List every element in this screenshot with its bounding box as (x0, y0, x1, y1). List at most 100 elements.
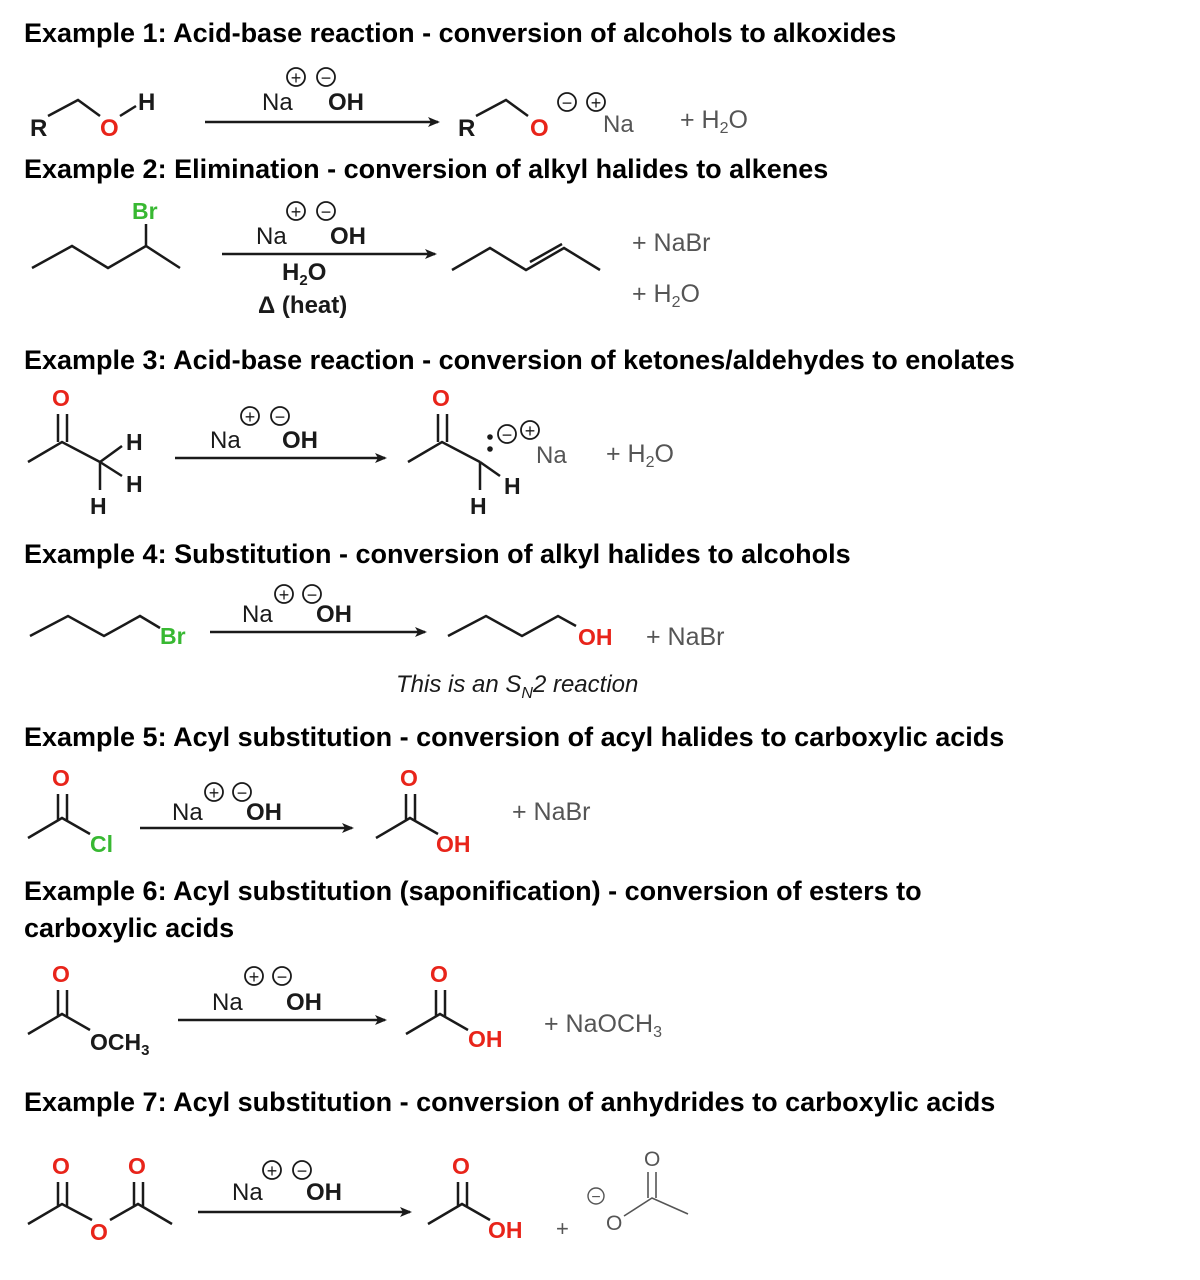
acetate-structure: − O O (587, 1148, 689, 1235)
naoh-reagent: + − Na OH (262, 67, 364, 116)
svg-text:O: O (128, 1153, 146, 1179)
svg-text:O: O (452, 1153, 470, 1179)
svg-text:−: − (277, 967, 288, 987)
svg-text:+: + (291, 202, 302, 222)
svg-text:+: + (525, 421, 536, 441)
svg-text:OH: OH (578, 624, 613, 650)
svg-text:−: − (275, 407, 286, 427)
svg-text:+: + (249, 967, 260, 987)
svg-text:H: H (126, 429, 143, 455)
example-5-title: Example 5: Acyl substitution - conversio… (24, 722, 1005, 752)
svg-text:OH: OH (282, 427, 318, 454)
example-6-title-line1: Example 6: Acyl substitution (saponifica… (24, 876, 922, 906)
svg-text:−: − (321, 68, 332, 88)
carboxylic-acid-structure: O OH (427, 1153, 523, 1243)
svg-text:−: − (237, 783, 248, 803)
svg-text:R: R (458, 115, 475, 142)
svg-text:−: − (321, 202, 332, 222)
svg-text:+: + (591, 93, 602, 113)
svg-text:H: H (90, 493, 107, 519)
svg-text:+: + (291, 68, 302, 88)
enolate-structure: O − + Na H H (407, 385, 567, 519)
svg-text:−: − (297, 1161, 308, 1181)
example-6-scheme: O OCH3 + − Na OH O OH + NaOCH3 (27, 961, 662, 1059)
plus-sign: + (556, 1216, 569, 1241)
butyl-bromide-structure: Br (29, 614, 186, 649)
butanol-structure: OH (447, 614, 613, 650)
example-4-scheme: Br + − Na OH OH + NaBr This is an SN2 re… (29, 584, 725, 702)
svg-text:OH: OH (330, 223, 366, 250)
svg-text:OH: OH (488, 1217, 523, 1243)
water-condition: H2O (282, 259, 326, 289)
svg-text:Br: Br (132, 198, 158, 224)
svg-text:Na: Na (232, 1179, 263, 1206)
naoch3-byproduct: + NaOCH3 (544, 1010, 662, 1041)
example-7-scheme: O O O + − Na OH O OH + (27, 1148, 689, 1245)
svg-text:O: O (52, 765, 70, 791)
example-2-title: Example 2: Elimination - conversion of a… (24, 154, 829, 184)
carboxylic-acid-structure: O OH (375, 765, 471, 857)
svg-text:H: H (504, 473, 521, 499)
svg-text:O: O (52, 1153, 70, 1179)
nabr-byproduct: + NaBr (646, 623, 725, 651)
svg-text:OH: OH (286, 989, 322, 1016)
svg-text:H: H (126, 471, 143, 497)
nabr-byproduct: + NaBr (632, 229, 711, 257)
svg-text:Na: Na (212, 989, 243, 1016)
svg-text:+: + (245, 407, 256, 427)
svg-text:H: H (138, 89, 155, 116)
svg-text:Na: Na (172, 799, 203, 826)
naoh-reagent: + − Na OH (212, 966, 322, 1016)
svg-text:Na: Na (256, 223, 287, 250)
naoh-reagent: + − Na OH (210, 406, 318, 454)
heat-condition: Δ (heat) (258, 292, 347, 319)
ketone-structure: O H H H (27, 385, 143, 519)
svg-text:Na: Na (262, 89, 293, 116)
svg-text:−: − (562, 93, 573, 113)
svg-text:Na: Na (603, 111, 634, 138)
svg-text:O: O (52, 385, 70, 411)
svg-text:O: O (530, 115, 549, 142)
svg-text:Na: Na (242, 601, 273, 628)
svg-text:−: − (591, 1189, 600, 1206)
acyl-chloride-structure: O Cl (27, 765, 113, 857)
example-1-title: Example 1: Acid-base reaction - conversi… (24, 18, 897, 48)
naoh-reagent: + − Na OH (232, 1160, 342, 1206)
water-byproduct: + H2O (606, 440, 674, 471)
example-3-scheme: O H H H + − Na OH O (27, 385, 674, 519)
svg-text:O: O (52, 961, 70, 987)
alcohol-structure: R O H (30, 89, 155, 142)
svg-text:Br: Br (160, 623, 186, 649)
svg-text:R: R (30, 115, 47, 142)
svg-text:OH: OH (306, 1179, 342, 1206)
sn2-note: This is an SN2 reaction (396, 671, 638, 702)
svg-text:O: O (100, 115, 119, 142)
carboxylic-acid-structure: O OH (405, 961, 503, 1052)
example-3-title: Example 3: Acid-base reaction - conversi… (24, 345, 1015, 375)
svg-text:H: H (470, 493, 487, 519)
naoh-reagent: + − Na OH (256, 201, 366, 250)
svg-text:Na: Na (210, 427, 241, 454)
svg-text:O: O (644, 1148, 660, 1171)
svg-text:O: O (606, 1212, 622, 1235)
alkoxide-structure: R O − + Na (458, 92, 634, 142)
example-1-scheme: R O H + − Na OH R O − + Na + H2O (30, 67, 748, 142)
svg-text:OH: OH (316, 601, 352, 628)
svg-text:+: + (279, 585, 290, 605)
svg-text:OCH3: OCH3 (90, 1029, 149, 1059)
example-2-scheme: Br + − Na OH H2O Δ (heat) + NaBr + H2O (31, 198, 711, 319)
svg-text:Cl: Cl (90, 831, 113, 857)
svg-text:O: O (400, 765, 418, 791)
svg-text:+: + (209, 783, 220, 803)
svg-text:−: − (307, 585, 318, 605)
svg-text:OH: OH (468, 1026, 503, 1052)
ester-structure: O OCH3 (27, 961, 149, 1059)
svg-text:−: − (502, 425, 513, 445)
water-byproduct: + H2O (632, 280, 700, 311)
example-6-title-line2: carboxylic acids (24, 913, 235, 943)
example-5-scheme: O Cl + − Na OH O OH + NaBr (27, 765, 591, 857)
water-byproduct: + H2O (680, 106, 748, 137)
svg-text:OH: OH (328, 89, 364, 116)
svg-text:OH: OH (436, 831, 471, 857)
example-7-title: Example 7: Acyl substitution - conversio… (24, 1087, 996, 1117)
